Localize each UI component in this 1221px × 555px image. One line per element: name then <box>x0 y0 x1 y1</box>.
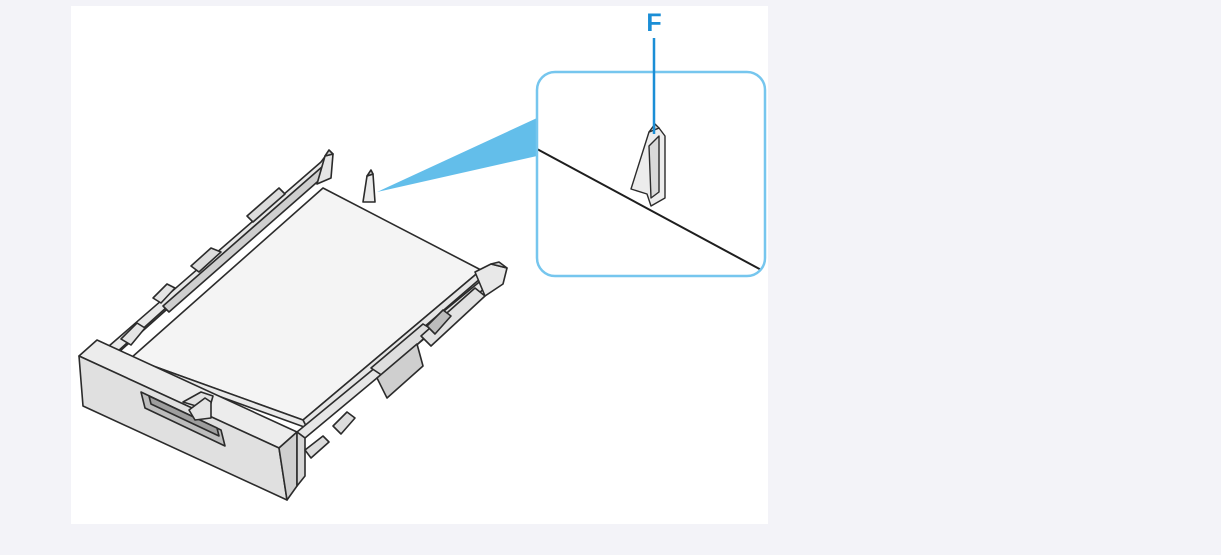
illustration-panel: F <box>71 6 768 524</box>
paper-cassette-tray <box>78 149 508 501</box>
callout-label-f: F <box>646 9 661 37</box>
zoom-outline <box>535 70 767 278</box>
magnified-view <box>535 70 767 278</box>
paper-cassette-illustration: F <box>78 9 767 501</box>
zoom-beam <box>377 118 537 192</box>
